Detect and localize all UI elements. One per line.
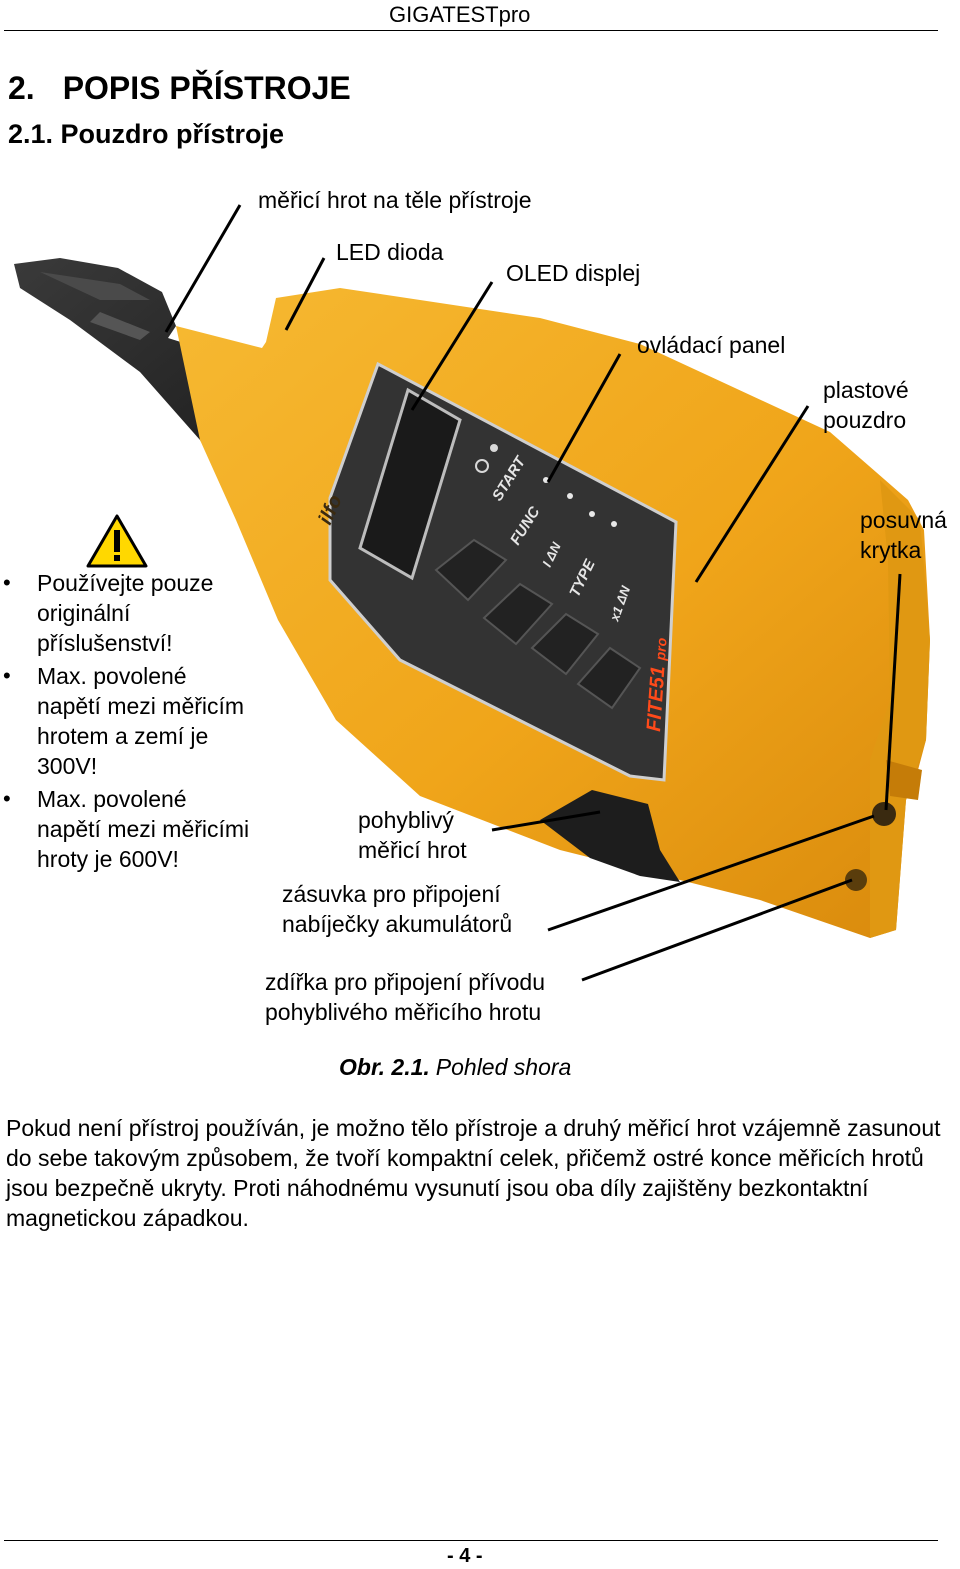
- movable-probe: [540, 790, 680, 882]
- section-heading: 2.1. Pouzdro přístroje: [8, 119, 285, 149]
- header-divider: [4, 30, 938, 31]
- func-button: [482, 582, 554, 646]
- callout-plastic-case: plastové pouzdro: [823, 377, 909, 433]
- callout-led: LED dioda: [336, 239, 444, 265]
- type-button: [576, 646, 642, 710]
- led-sun-symbol: [490, 444, 498, 452]
- chapter-number: 2.: [8, 70, 35, 106]
- chapter-heading: 2. POPIS PŘÍSTROJE: [8, 70, 351, 107]
- probe-lead-jack: [845, 869, 867, 891]
- device-figure: START FUNC I ΔN TYPE x1 ΔN FITE51pro ilf…: [0, 170, 960, 1050]
- callout-oled: OLED displej: [506, 260, 641, 286]
- callout-leaders: [164, 204, 902, 982]
- body-paragraph: Pokud není přístroj používán, je možno t…: [6, 1115, 941, 1231]
- caption-label: Obr. 2.1.: [339, 1054, 430, 1080]
- charger-socket: [872, 802, 896, 826]
- warning-item: Max. povolené napětí mezi měřicími hroty…: [0, 784, 250, 874]
- page-number: - 4 -: [447, 1545, 483, 1567]
- callout-lead-jack: zdířka pro připojení přívodu pohyblivého…: [265, 969, 545, 1025]
- footer-divider: [4, 1540, 938, 1541]
- warning-list: Používejte pouze originální příslušenstv…: [0, 568, 250, 877]
- model-label: FITE51pro: [643, 636, 672, 732]
- callout-movable-probe: pohyblivý měřicí hrot: [358, 807, 467, 863]
- callout-control-panel: ovládací panel: [637, 332, 786, 358]
- warning-item: Používejte pouze originální příslušenstv…: [0, 568, 250, 658]
- callout-probe-on-body: měřicí hrot na těle přístroje: [258, 187, 532, 213]
- callout-charger-socket: zásuvka pro připojení nabíječky akumulát…: [282, 881, 513, 937]
- callout-sliding-cover: posuvná krytka: [860, 507, 947, 563]
- chapter-title: POPIS PŘÍSTROJE: [62, 70, 351, 106]
- oled-display: [358, 387, 462, 581]
- caption-text: Pohled shora: [435, 1054, 572, 1080]
- warning-item: Max. povolené napětí mezi měřicím hrotem…: [0, 661, 250, 781]
- header-title: GIGATESTpro: [389, 2, 531, 27]
- warning-triangle-icon: [86, 514, 148, 568]
- device-illustration: START FUNC I ΔN TYPE x1 ΔN FITE51pro ilf…: [14, 204, 930, 982]
- i-dn-button: [530, 612, 600, 676]
- power-symbol: [475, 459, 489, 473]
- start-button: [434, 538, 508, 602]
- figure-caption: Obr. 2.1.Pohled shora: [339, 1054, 571, 1081]
